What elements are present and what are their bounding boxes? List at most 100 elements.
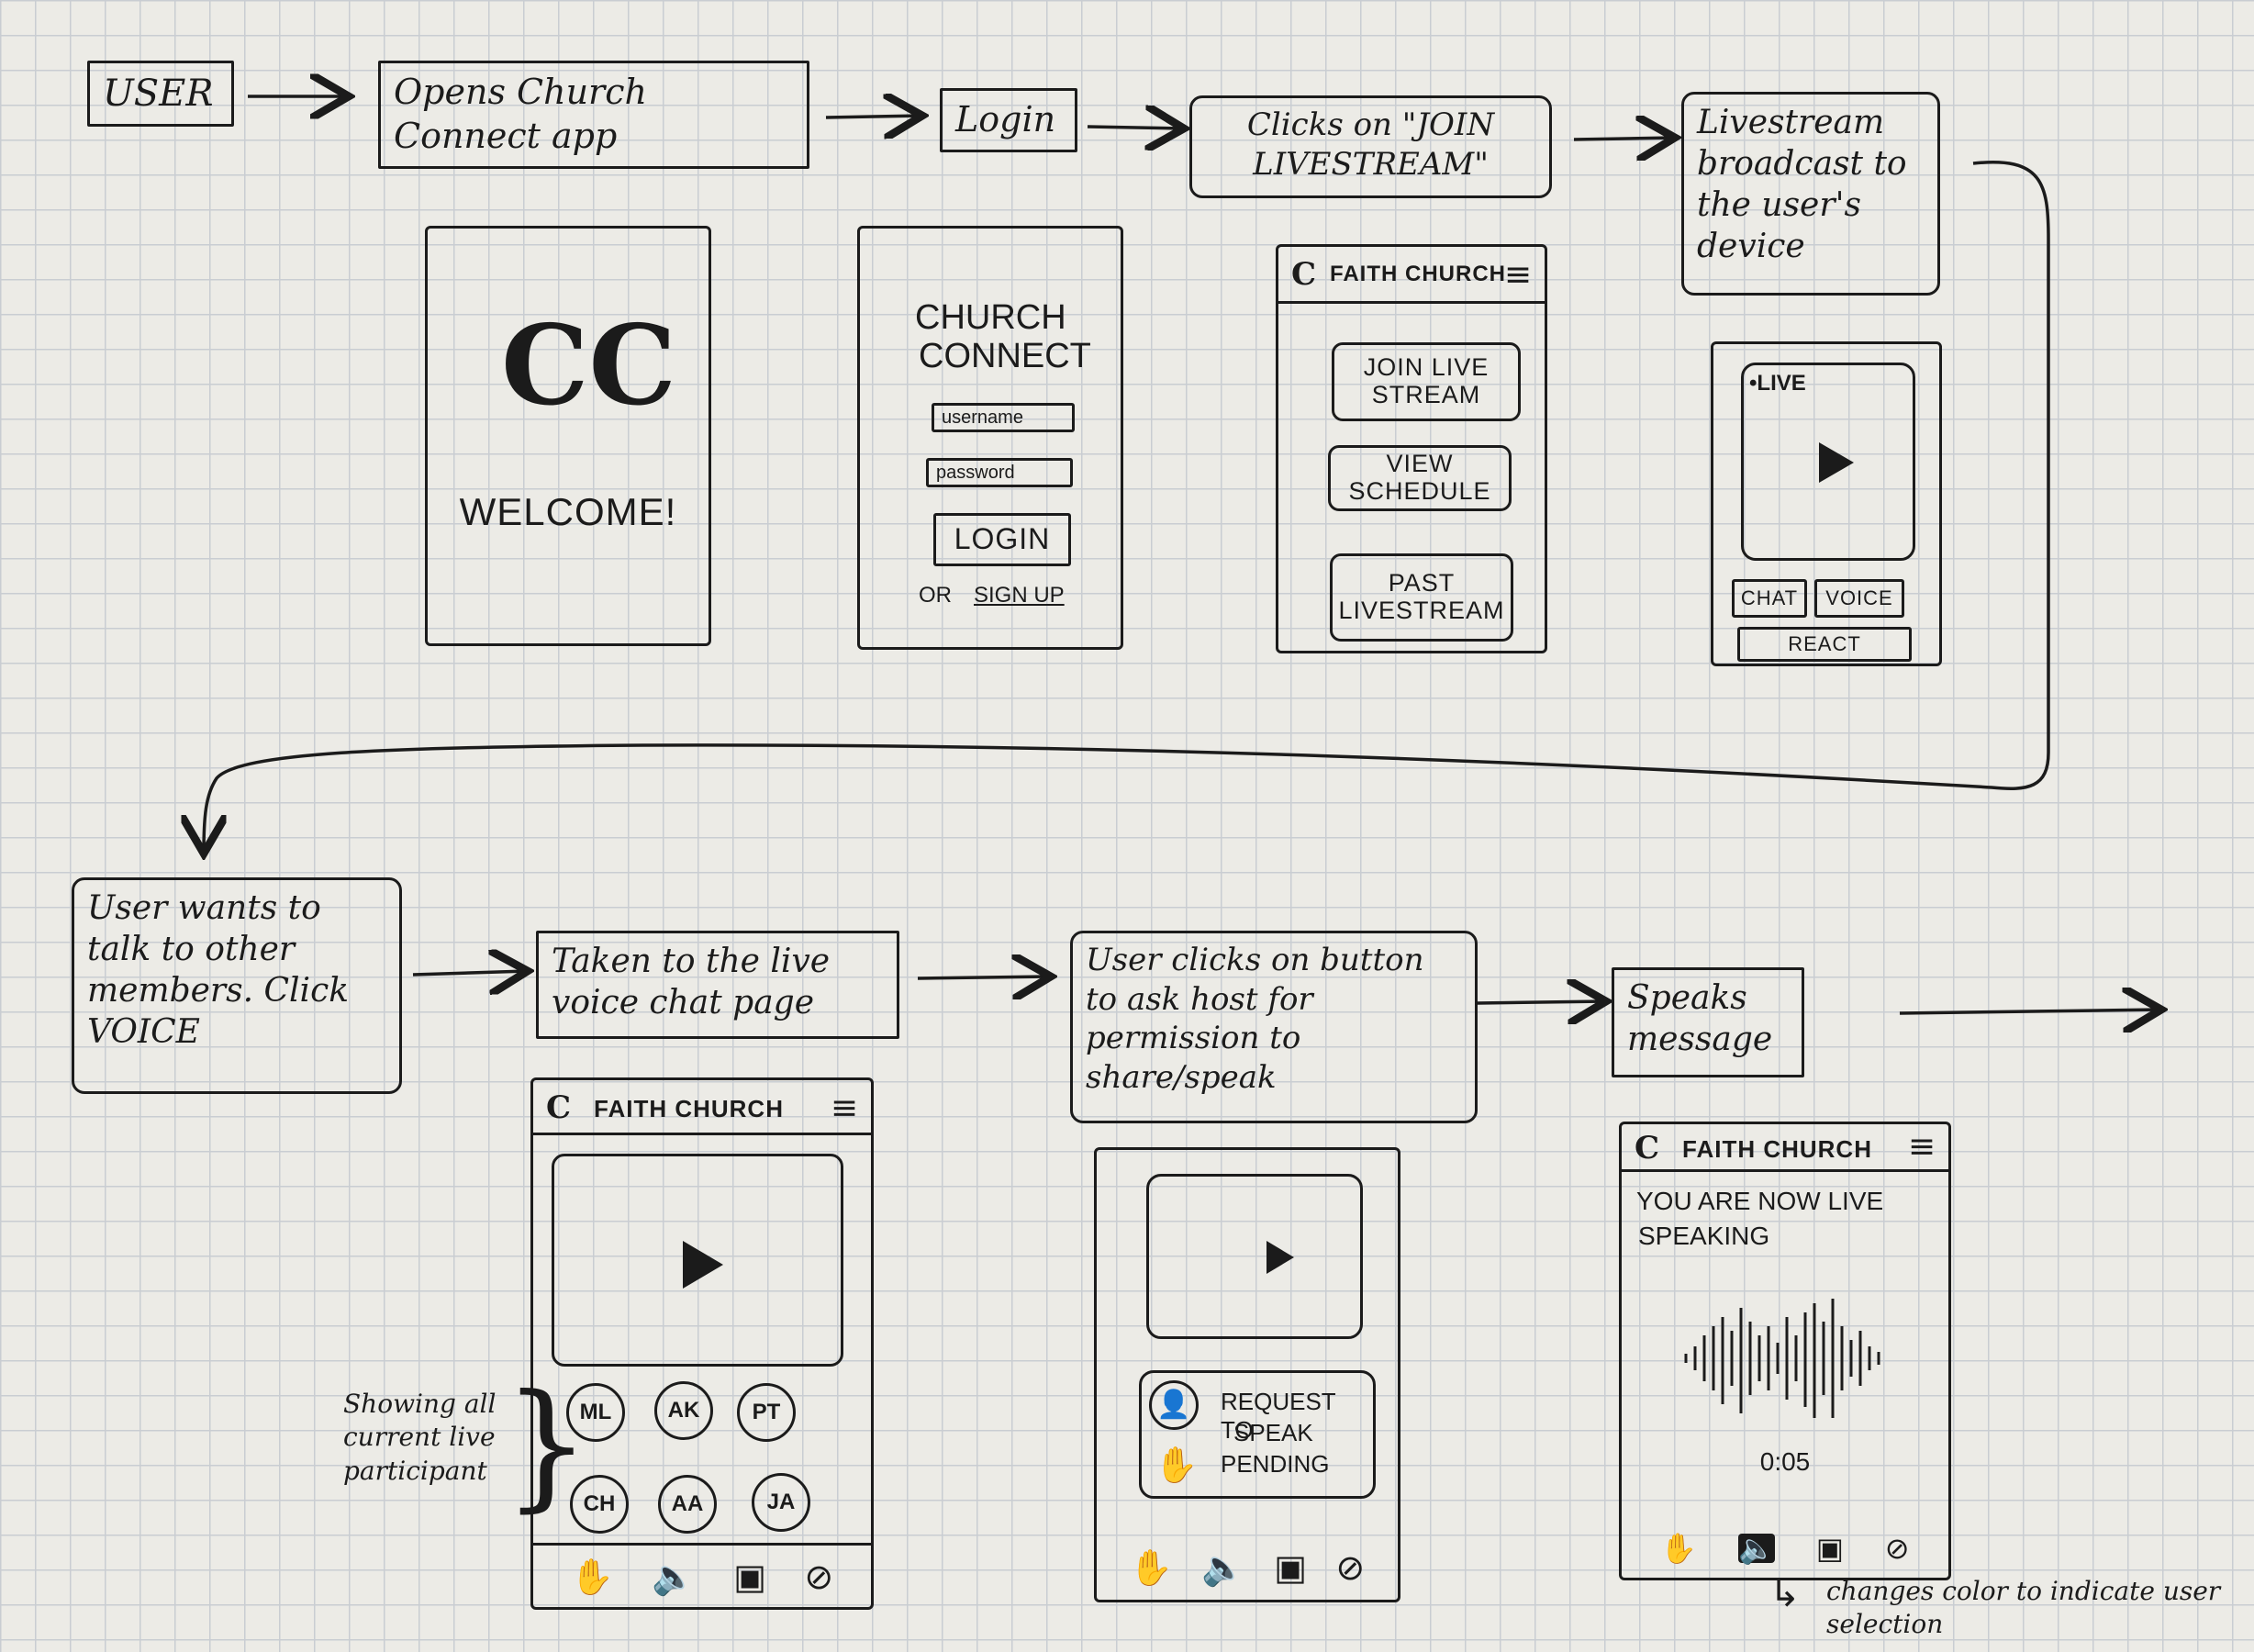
flow-step-broadcast-label: Livestream broadcast to the user's devic…	[1697, 104, 1907, 265]
welcome-text: WELCOME!	[459, 490, 677, 533]
welcome-screen: CC WELCOME!	[425, 226, 711, 646]
login-screen: CHURCH CONNECT username password LOGIN O…	[857, 226, 1123, 650]
speaking-header: C FAITH CHURCH ≡	[1622, 1124, 1948, 1172]
play-icon[interactable]	[683, 1241, 723, 1289]
request-line3: PENDING	[1221, 1450, 1330, 1478]
home-title: FAITH CHURCH	[1330, 262, 1506, 286]
block-icon[interactable]: ⊘	[1335, 1547, 1366, 1588]
toolbar-note-arrow: ↳	[1769, 1573, 1801, 1615]
flow-step-user: USER	[87, 61, 234, 127]
flow-step-request-label: User clicks on button to ask host for pe…	[1086, 942, 1424, 1096]
home-header: C FAITH CHURCH ≡	[1278, 247, 1545, 304]
arrow-opens-to-login	[825, 116, 922, 117]
voice-header: C FAITH CHURCH ≡	[533, 1080, 871, 1135]
menu-icon[interactable]: ≡	[830, 1089, 858, 1127]
request-line2: SPEAK	[1233, 1419, 1313, 1446]
chat-button[interactable]: CHAT	[1732, 579, 1807, 618]
menu-icon[interactable]: ≡	[1907, 1128, 1936, 1166]
flow-step-broadcast: Livestream broadcast to the user's devic…	[1681, 92, 1940, 296]
live-video-player[interactable]: •LIVE	[1741, 363, 1915, 561]
react-button[interactable]: REACT	[1737, 627, 1912, 662]
request-toolbar: ✋ 🔈 ▣ ⊘	[1097, 1535, 1398, 1600]
flow-step-request: User clicks on button to ask host for pe…	[1070, 931, 1478, 1123]
arrow-login-to-clicks	[1087, 127, 1184, 128]
username-field[interactable]: username	[932, 403, 1075, 432]
flow-step-speaks: Speaks message	[1612, 967, 1804, 1077]
participant-avatar[interactable]: ML	[566, 1383, 625, 1442]
camera-icon[interactable]: ▣	[1274, 1547, 1308, 1588]
past-livestream-button[interactable]: PAST LIVESTREAM	[1330, 553, 1513, 642]
request-video-player[interactable]	[1146, 1174, 1363, 1339]
church-logo-icon: C	[1635, 1130, 1660, 1166]
participant-avatar[interactable]: AK	[654, 1381, 713, 1440]
voice-button[interactable]: VOICE	[1814, 579, 1904, 618]
menu-icon[interactable]: ≡	[1503, 256, 1532, 294]
church-logo-icon: C	[1291, 256, 1317, 293]
hand-raise-icon[interactable]: ✋	[570, 1556, 615, 1597]
block-icon[interactable]: ⊘	[1884, 1531, 1910, 1566]
church-logo-icon: C	[546, 1089, 572, 1126]
participant-avatar[interactable]: CH	[570, 1475, 629, 1534]
participant-avatar[interactable]: PT	[737, 1383, 796, 1442]
speaking-status-line2: SPEAKING	[1638, 1222, 1770, 1250]
or-text: OR	[919, 583, 952, 608]
flow-step-speaks-label: Speaks message	[1627, 979, 1773, 1058]
join-livestream-button[interactable]: JOIN LIVE STREAM	[1332, 342, 1521, 421]
speaker-icon[interactable]: 🔈	[1738, 1531, 1775, 1566]
request-line1: REQUEST TO	[1221, 1388, 1336, 1444]
speaking-title: FAITH CHURCH	[1682, 1135, 1872, 1163]
password-field[interactable]: password	[926, 458, 1073, 487]
play-icon[interactable]	[1266, 1241, 1294, 1274]
speaking-status-line1: YOU ARE NOW LIVE	[1636, 1187, 1884, 1215]
home-screen: C FAITH CHURCH ≡ JOIN LIVE STREAM VIEW S…	[1276, 244, 1547, 653]
speaking-toolbar: ✋ 🔈 ▣ ⊘	[1622, 1519, 1948, 1578]
request-to-speak-card[interactable]: 👤 ✋ REQUEST TO SPEAK PENDING	[1139, 1370, 1376, 1499]
flow-step-login-label: Login	[955, 99, 1056, 140]
arrow-speaks-out	[1899, 1010, 2161, 1013]
flow-step-clicks-join: Clicks on "JOIN LIVESTREAM"	[1189, 95, 1552, 198]
arrow-clicks-to-broadcast	[1573, 138, 1675, 140]
voice-toolbar: ✋ 🔈 ▣ ⊘	[533, 1543, 871, 1607]
hand-raise-icon[interactable]: ✋	[1660, 1531, 1698, 1566]
block-icon[interactable]: ⊘	[804, 1556, 834, 1597]
toolbar-note: changes color to indicate user selection	[1826, 1576, 2221, 1640]
flow-step-wants-label: User wants to talk to other members. Cli…	[87, 889, 350, 1051]
login-button[interactable]: LOGIN	[933, 513, 1071, 566]
hand-raise-icon: ✋	[1155, 1445, 1199, 1485]
flow-step-wants-talk: User wants to talk to other members. Cli…	[72, 877, 402, 1094]
speaker-icon[interactable]: 🔈	[1201, 1547, 1245, 1588]
voice-title: FAITH CHURCH	[594, 1095, 784, 1122]
flow-step-clicks-label: Clicks on "JOIN LIVESTREAM"	[1246, 106, 1495, 183]
login-title-line1: CHURCH	[915, 298, 1066, 337]
flow-step-opens-label: Opens Church Connect app	[394, 72, 647, 156]
flow-step-opens-app: Opens Church Connect app	[378, 61, 809, 169]
person-icon: 👤	[1149, 1380, 1199, 1430]
login-title-line2: CONNECT	[919, 337, 1091, 375]
participants-brace: }	[503, 1366, 591, 1525]
participant-avatar[interactable]: JA	[752, 1473, 810, 1532]
speaking-timer: 0:05	[1759, 1447, 1811, 1476]
camera-icon[interactable]: ▣	[733, 1556, 767, 1597]
voice-video-player[interactable]	[552, 1154, 843, 1367]
speaker-icon[interactable]: 🔈	[652, 1556, 696, 1597]
request-screen: 👤 ✋ REQUEST TO SPEAK PENDING ✋ 🔈 ▣ ⊘	[1094, 1147, 1400, 1602]
audio-waveform	[1684, 1299, 1880, 1418]
camera-icon[interactable]: ▣	[1815, 1531, 1844, 1566]
arrow-request-to-speaks	[1477, 1001, 1606, 1003]
flow-step-user-label: USER	[103, 73, 214, 115]
live-screen: •LIVE CHAT VOICE REACT	[1711, 341, 1942, 666]
arrow-loop-back	[204, 161, 2050, 854]
arrow-taken-to-request	[917, 977, 1051, 978]
voice-chat-screen: C FAITH CHURCH ≡ ML AK PT CH AA JA ✋ 🔈 ▣…	[530, 1077, 874, 1610]
play-icon[interactable]	[1819, 442, 1854, 483]
signup-link[interactable]: SIGN UP	[974, 583, 1065, 608]
flow-step-voice-chat: Taken to the live voice chat page	[536, 931, 899, 1039]
hand-raise-icon[interactable]: ✋	[1129, 1547, 1174, 1588]
flow-step-login: Login	[940, 88, 1077, 152]
live-badge: •LIVE	[1749, 371, 1806, 396]
participant-avatar[interactable]: AA	[658, 1475, 717, 1534]
participants-note: Showing all current live participant	[343, 1389, 497, 1486]
cc-logo-icon: CC	[501, 301, 677, 430]
view-schedule-button[interactable]: VIEW SCHEDULE	[1328, 445, 1512, 511]
